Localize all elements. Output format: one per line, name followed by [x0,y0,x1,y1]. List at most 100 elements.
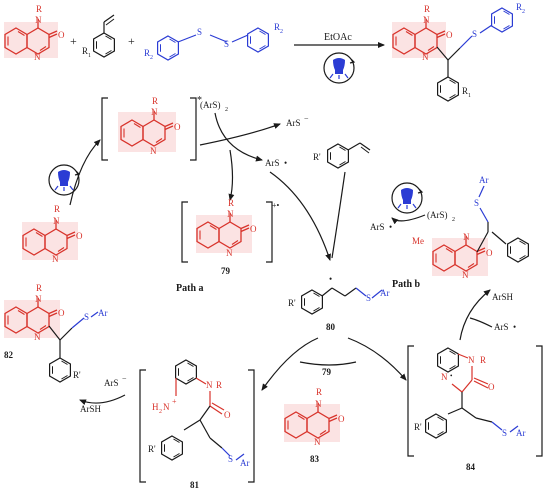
thiyl-radical-label: ArS [265,158,280,168]
label-N: N [423,15,430,25]
label-R-prime: R' [414,422,422,432]
label-S: S [502,428,507,438]
compound-79-label: 79 [221,266,231,276]
amine-nitrogen: N [163,402,170,412]
intermediate-81: H 2 N + N R O S Ar R' 81 [139,359,255,490]
radical-dot: • [513,322,516,332]
label-R: R [480,355,486,365]
label-R: R [36,4,42,14]
label-O: O [76,231,83,241]
label-Ar: Ar [98,308,108,318]
label-N: N [422,52,429,62]
label-R2: R [144,48,150,58]
blue-led-lamp-icon [391,182,423,214]
disulfide-label: (ArS) [200,100,221,110]
radical-cation-charge: +• [272,201,280,210]
excitation-arrow [48,139,101,206]
blue-led-lamp-icon [48,164,80,196]
label-R1-superscript: 1 [468,93,471,99]
deprotonation-step: ArS − ArSH [79,374,127,414]
label-N: N [34,332,41,342]
label-R: R [316,387,322,397]
label-Ar: Ar [240,458,250,468]
compound-81-label: 81 [190,480,200,490]
label-N: N [226,248,233,258]
solvent-label: EtOAc [324,32,352,43]
label-O: O [58,30,65,40]
reactant-styrene: R 1 [82,14,116,59]
label-R1-superscript: 1 [88,53,91,59]
excited-state-quinoxalinone: * N R O N [101,95,202,161]
thiol-label: ArSH [492,292,514,302]
label-N: N [315,399,322,409]
amine-subscript: 2 [159,409,162,415]
label-R2: R [516,2,522,12]
reactant-quinoxalinone: N R O N [4,4,65,62]
label-R: R [36,283,42,293]
label-R2: R [274,22,280,32]
label-N: N [35,294,42,304]
label-N: N [463,232,470,242]
radical-cation-79: +• N R O N 79 [181,198,280,276]
label-R1: R [462,86,468,96]
path-b-label: Path b [392,279,421,290]
label-Ar: Ar [479,175,489,185]
set-step: (ArS) 2 ArS − ArS • [199,100,309,201]
label-O: O [224,410,231,420]
label-R2-superscript: 2 [150,55,153,61]
excited-star: * [197,95,202,106]
label-R: R [152,96,158,106]
label-N: N [150,146,157,156]
radical-dot: • [450,372,453,380]
label-N: N [441,372,448,382]
thiolate-label: ArS [286,118,301,128]
label-S: S [472,29,477,39]
label-N: N [206,380,213,390]
label-O: O [486,248,493,258]
label-R: R [216,380,222,390]
thiyl-radical-label: ArS [370,222,385,232]
compound-84-label: 84 [466,462,476,472]
label-R-prime: R' [148,444,156,454]
disulfide-subscript: 2 [225,107,228,113]
label-N: N [53,216,60,226]
compound-80-label: 80 [326,322,336,332]
reaction-arrow: EtOAc [294,32,385,84]
label-N: N [468,355,475,365]
label-O: O [250,224,257,234]
thiolate-charge: − [304,114,309,123]
label-N: N [52,254,59,264]
label-S: S [228,454,233,464]
label-O: O [58,308,65,318]
radical-dot: • [329,274,332,284]
label-R-prime: R' [288,298,296,308]
label-O: O [446,30,453,40]
label-O: O [488,382,495,392]
radical-dot: • [389,222,392,232]
label-S: S [366,293,371,303]
reactant-disulfide: S S R 2 R 2 [144,22,283,61]
label-S: S [84,312,89,322]
label-R: R [424,4,430,14]
label-Ar: Ar [380,288,390,298]
label-N: N [35,15,42,25]
label-R2-superscript: 2 [522,9,525,15]
disulfide-label: (ArS) [427,210,448,220]
thiyl-regeneration: ArS • (ArS) 2 [370,182,455,232]
thiol-label: ArSH [80,404,102,414]
label-S: S [474,198,479,208]
label-Ar: Ar [516,428,526,438]
label-N: N [462,270,469,280]
adduct-radical-84: N R O N • S Ar R' 84 [407,345,543,472]
label-N: N [34,52,41,62]
cation-plus: + [172,397,177,406]
compound-83: N R O N 83 [284,387,345,464]
compound-79-arrow-label: 79 [322,367,332,377]
product-structure: N R O N S R 2 R 1 [392,2,525,102]
label-N: N [227,209,234,219]
path-a-label: Path a [176,283,204,294]
blue-led-lamp-icon [323,52,355,84]
disulfide-subscript: 2 [452,217,455,223]
amine-label: H [152,402,159,412]
